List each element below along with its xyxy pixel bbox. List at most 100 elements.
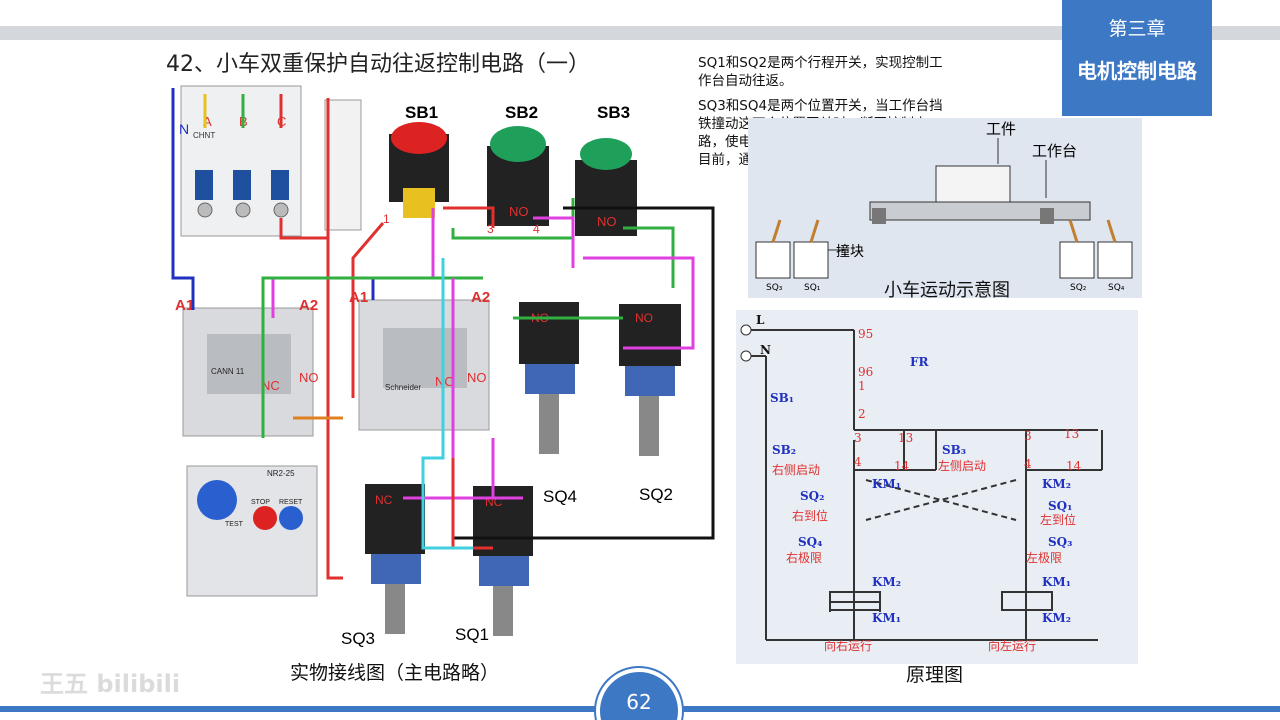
block-label: 撞块 bbox=[836, 244, 864, 260]
schem-SQ4: SQ₄ bbox=[798, 535, 822, 549]
schem-left-arrive: 左到位 bbox=[1040, 512, 1076, 527]
km1-no-label: NO bbox=[299, 370, 319, 385]
sb3-button bbox=[575, 138, 637, 236]
schem-SQ1: SQ₁ bbox=[1048, 499, 1072, 513]
sb1-label: SB1 bbox=[405, 103, 438, 122]
header-strip-right bbox=[1212, 26, 1280, 40]
a2-left-label: A2 bbox=[299, 297, 318, 314]
schem-KM1-coil: KM₁ bbox=[872, 611, 901, 625]
sq4-switch bbox=[519, 302, 579, 454]
schem-SQ3: SQ₃ bbox=[1048, 535, 1072, 549]
sq3-switch bbox=[365, 484, 425, 634]
schem-L: L bbox=[756, 313, 765, 327]
chapter-label: 第三章 bbox=[1108, 18, 1166, 40]
schem-n95: 95 bbox=[858, 327, 873, 341]
workpiece-block bbox=[935, 165, 1011, 207]
terminal-3: 3 bbox=[487, 222, 494, 236]
watermark: 王五 bilibili bbox=[40, 670, 181, 698]
cart-sq4-label: SQ₄ bbox=[1108, 283, 1125, 293]
chapter-box: 第三章 电机控制电路 bbox=[1062, 0, 1212, 116]
neutral-label: N bbox=[179, 121, 189, 137]
sq1-label: SQ1 bbox=[455, 625, 489, 644]
page-number: 62 bbox=[626, 690, 652, 714]
sq2-no-label: NO bbox=[635, 311, 653, 325]
schem-n3-right: 3 bbox=[1024, 429, 1032, 443]
schem-left-start: 左侧启动 bbox=[938, 458, 986, 473]
workpiece-label: 工件 bbox=[986, 120, 1016, 138]
cart-diagram: 工件 工作台 撞块 SQ₃ SQ₁ SQ₂ SQ₄ bbox=[748, 118, 1142, 298]
schem-n2: 2 bbox=[858, 407, 866, 421]
sq4-label: SQ4 bbox=[543, 487, 577, 506]
schem-SB2: SB₂ bbox=[772, 443, 796, 457]
schem-KM2-coil: KM₂ bbox=[1042, 611, 1071, 625]
terminal-1: 1 bbox=[383, 212, 390, 226]
schem-n3-left: 3 bbox=[854, 431, 862, 445]
schem-FR: FR bbox=[910, 355, 930, 369]
breaker-brand: CHNT bbox=[193, 131, 215, 140]
contactor-km2-brand: Schneider bbox=[385, 383, 421, 392]
relay-stop: STOP bbox=[251, 499, 270, 506]
schem-left-limit: 左极限 bbox=[1026, 550, 1062, 565]
table-label: 工作台 bbox=[1032, 142, 1077, 160]
schem-n14-left: 14 bbox=[894, 459, 910, 473]
schem-SB1: SB₁ bbox=[770, 391, 794, 405]
sb2-no-label: NO bbox=[509, 204, 529, 219]
terminal-4: 4 bbox=[533, 222, 540, 236]
schem-SQ2: SQ₂ bbox=[800, 489, 824, 503]
sb2-button bbox=[487, 126, 549, 226]
slide-title: 42、小车双重保护自动往返控制电路（一） bbox=[166, 52, 590, 77]
thermal-relay: NR2-25 STOP RESET TEST bbox=[186, 465, 318, 597]
schem-SB3: SB₃ bbox=[942, 443, 966, 457]
schem-N: N bbox=[760, 343, 771, 357]
relay-reset: RESET bbox=[279, 499, 303, 506]
schem-right-start: 右侧启动 bbox=[772, 462, 820, 477]
sb1-button bbox=[389, 122, 449, 218]
schem-n13-right: 13 bbox=[1064, 427, 1079, 441]
chapter-subtitle: 电机控制电路 bbox=[1077, 59, 1197, 83]
sq3-nc-label: NC bbox=[375, 493, 393, 507]
wiring-caption: 实物接线图（主电路略） bbox=[290, 662, 500, 684]
wiring-photo: CHNT A B C N SB1 SB2 SB3 NO NO 1 3 4 CAN… bbox=[153, 78, 723, 654]
sb3-no-label: NO bbox=[597, 214, 617, 229]
sq1-switch bbox=[473, 486, 533, 636]
wiring bbox=[171, 88, 715, 580]
relay-test: TEST bbox=[225, 521, 244, 528]
relay-model: NR2-25 bbox=[267, 469, 295, 478]
sq2-label: SQ2 bbox=[639, 485, 673, 504]
schem-n4-left: 4 bbox=[854, 455, 862, 469]
contactor-km1: CANN 11 bbox=[182, 307, 314, 437]
schem-KM1-b: KM₁ bbox=[1042, 575, 1071, 589]
schem-KM2-a: KM₂ bbox=[1042, 477, 1071, 491]
sq2-switch bbox=[619, 304, 681, 456]
km2-no-label: NO bbox=[467, 370, 487, 385]
header-strip bbox=[0, 26, 1062, 40]
schem-right-limit: 右极限 bbox=[786, 550, 822, 565]
schematic: L N FR SB₁ SB₂ SB₃ KM₁ KM₂ SQ₂ SQ₁ SQ₄ S… bbox=[736, 310, 1138, 664]
schem-run-left: 向左运行 bbox=[988, 638, 1036, 653]
cart-sq3-label: SQ₃ bbox=[766, 283, 783, 293]
schem-n96: 96 bbox=[858, 365, 873, 379]
fuse-holder bbox=[324, 99, 362, 231]
cart-sq2-label: SQ₂ bbox=[1070, 283, 1087, 293]
schematic-caption: 原理图 bbox=[906, 664, 964, 686]
a1-left-label: A1 bbox=[175, 297, 194, 314]
a2-right-label: A2 bbox=[471, 289, 490, 306]
top-bar bbox=[0, 0, 1280, 22]
worktable bbox=[869, 201, 1091, 221]
contactor-km1-model: CANN 11 bbox=[211, 367, 245, 376]
schem-run-right: 向右运行 bbox=[824, 638, 872, 653]
schem-n14-right: 14 bbox=[1066, 459, 1082, 473]
sb2-label: SB2 bbox=[505, 103, 538, 122]
schem-KM2-b: KM₂ bbox=[872, 575, 901, 589]
km1-nc-label: NC bbox=[261, 378, 280, 393]
circuit-breaker: CHNT A B C N bbox=[179, 85, 302, 237]
schem-n4-right: 4 bbox=[1024, 457, 1032, 471]
sb3-label: SB3 bbox=[597, 103, 630, 122]
schem-right-arrive: 右到位 bbox=[792, 508, 828, 523]
note-sq1-sq2: SQ1和SQ2是两个行程开关，实现控制工作台自动往返。 bbox=[698, 55, 943, 89]
cart-sq1-label: SQ₁ bbox=[804, 283, 821, 293]
schem-n13-left: 13 bbox=[898, 431, 913, 445]
contactor-km2: Schneider bbox=[358, 299, 490, 431]
schem-n1: 1 bbox=[858, 379, 866, 393]
sq3-label: SQ3 bbox=[341, 629, 375, 648]
